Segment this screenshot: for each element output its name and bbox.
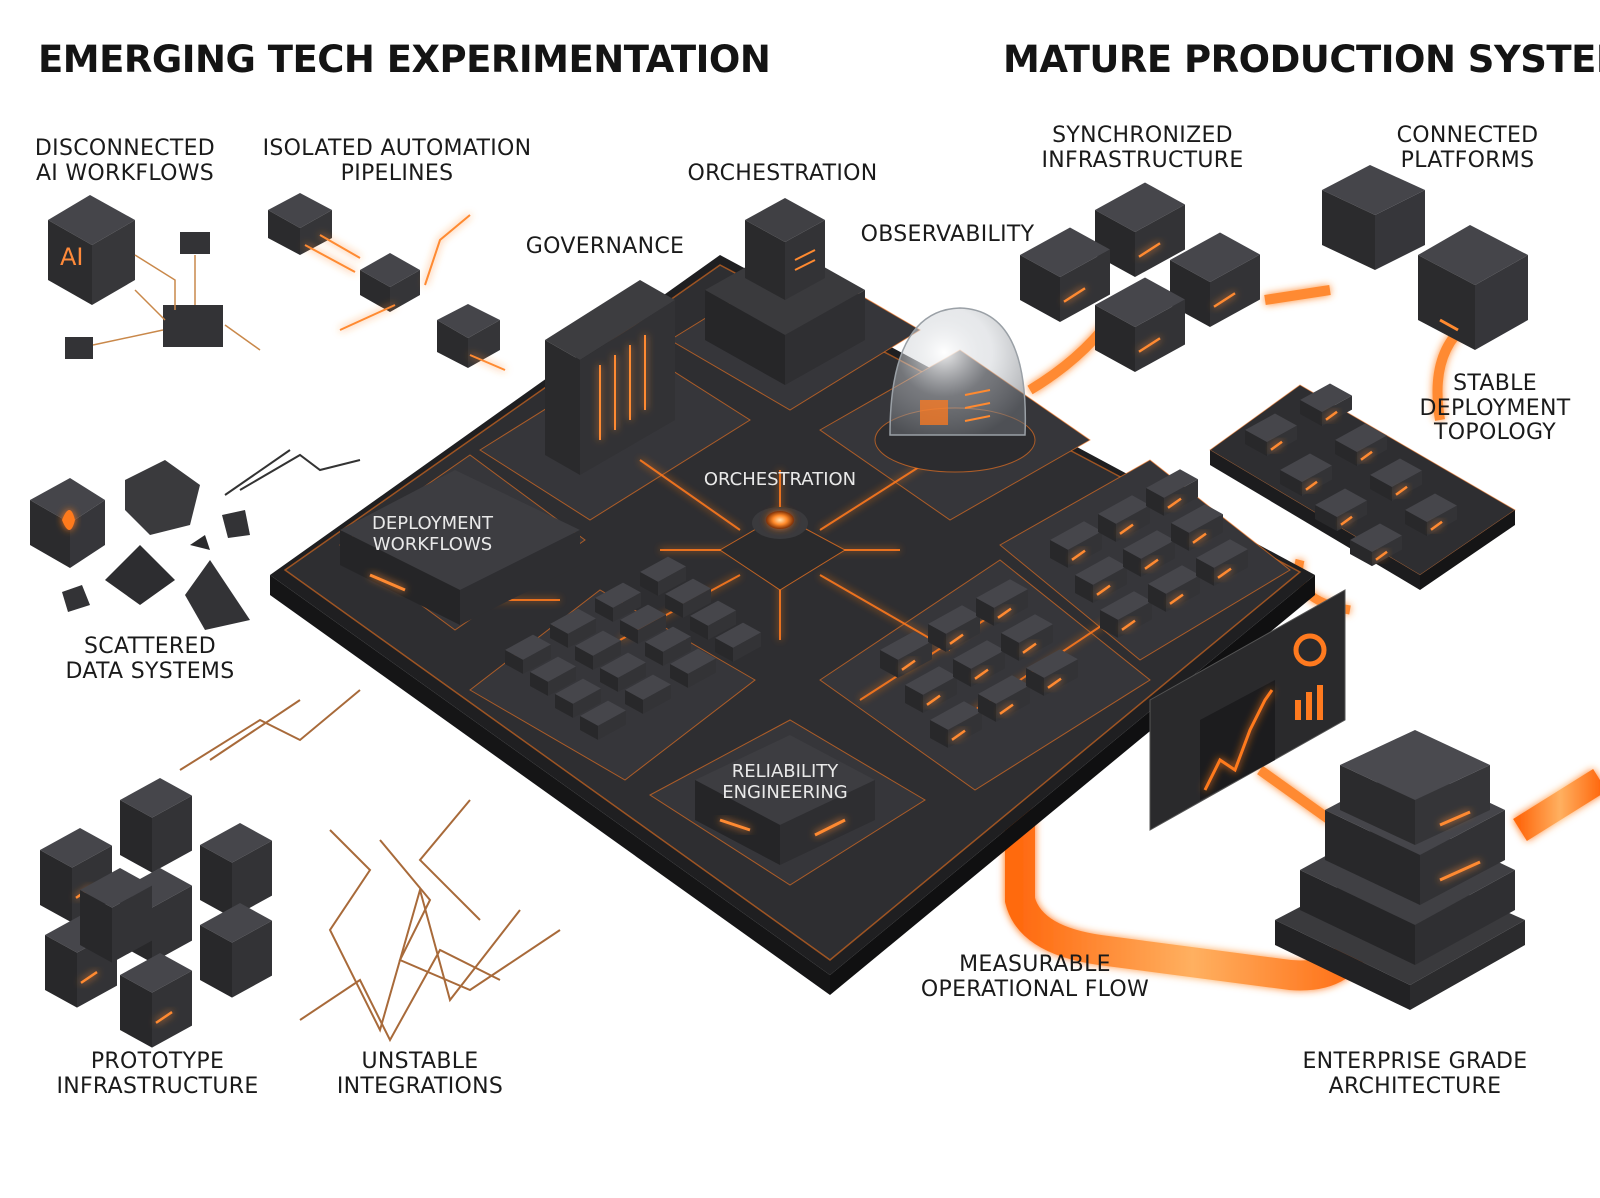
keypad-key [645,626,691,666]
module-block [953,640,1005,687]
tray-module [1405,493,1457,537]
keypad-key [575,630,621,670]
observability-dome [874,307,1036,473]
scattered-data-shapes [30,460,250,630]
label-scattered-data-systems: SCATTERED DATA SYSTEMS [65,634,235,684]
keypad-key [690,600,736,640]
keypad-key [625,674,671,714]
keypad-key [665,578,711,618]
label-disconnected-ai-workflows: DISCONNECTED AI WORKFLOWS [34,136,216,186]
tray-module [1370,458,1422,502]
prototype-cube [120,953,192,1048]
label-measurable-operational-flow: MEASURABLE OPERATIONAL FLOW [920,952,1150,1002]
module-block [1075,556,1127,603]
sync-cube [1095,277,1185,372]
label-synchronized-infrastructure: SYNCHRONIZED INFRASTRUCTURE [1041,123,1244,173]
keypad-key [505,634,551,674]
synchronized-infrastructure-cluster [1020,182,1260,372]
label-orchestration-top: ORCHESTRATION [687,161,878,186]
heading-emerging-tech: EMERGING TECH EXPERIMENTATION [38,38,771,81]
prototype-cube [200,823,272,918]
prototype-cube-cluster [40,778,272,1048]
label-stable-deployment-topology: STABLE DEPLOYMENT TOPOLOGY [1419,371,1571,446]
prototype-cube [120,778,192,873]
prototype-cube [200,903,272,998]
tray-module [1245,413,1297,457]
deployment-box [340,470,580,625]
sync-cube [1095,182,1185,277]
platform-label-reliability-engineering: RELIABILITY ENGINEERING [722,761,848,803]
tray-module [1315,488,1367,532]
reliability-box [695,735,875,865]
connected-platform-cubes [1322,165,1528,350]
label-connected-platforms: CONNECTED PLATFORMS [1396,123,1539,173]
module-block [978,675,1030,722]
prototype-cube [80,868,152,963]
module-rows [880,469,1248,748]
tray-module [1280,453,1332,497]
module-block [1050,521,1102,568]
module-block [1001,614,1053,661]
keypad-key [555,678,601,718]
enterprise-tower [1275,730,1525,1010]
sync-cube [1020,227,1110,322]
keypad-key [640,556,686,596]
module-block [1196,539,1248,586]
keypad-key [595,582,641,622]
ai-cube-cluster [48,195,261,359]
module-block [928,605,980,652]
keypad-key [530,656,576,696]
ai-cube-icon-text: AI [60,243,84,271]
keypad-key [620,604,666,644]
tray-module [1335,423,1387,467]
orchestration-tower [705,198,865,385]
keypad-key [715,622,761,662]
tray-module [1300,383,1352,427]
label-isolated-automation-pipelines: ISOLATED AUTOMATION PIPELINES [262,136,532,186]
module-block [1026,649,1078,696]
label-prototype-infrastructure: PROTOTYPE INFRASTRUCTURE [56,1049,259,1099]
tray-module [1350,523,1402,567]
heading-mature-production: MATURE PRODUCTION SYSTEMS [1003,38,1600,81]
label-observability: OBSERVABILITY [860,222,1035,247]
disconnected-lines-left [224,449,361,496]
keypad-key [670,648,716,688]
governance-gate [545,280,675,475]
platform-label-orchestration: ORCHESTRATION [703,469,857,490]
module-block [1146,469,1198,516]
stable-deployment-modules [1245,383,1457,567]
label-enterprise-grade-architecture: ENTERPRISE GRADE ARCHITECTURE [1302,1049,1528,1099]
platform-label-deployment-workflows: DEPLOYMENT WORKFLOWS [371,513,494,555]
module-block [905,666,957,713]
dashboard-screen [1149,589,1346,831]
keypad-key [550,608,596,648]
label-unstable-integrations: UNSTABLE INTEGRATIONS [336,1049,504,1099]
label-governance: GOVERNANCE [525,234,685,259]
module-block [1100,591,1152,638]
module-block [1098,495,1150,542]
module-block [1171,504,1223,551]
keypad-key [580,700,626,740]
automation-pipeline-nodes [268,193,506,371]
module-block [880,631,932,678]
keypad-grid [505,556,761,740]
module-block [930,701,982,748]
module-block [1123,530,1175,577]
module-block [1148,565,1200,612]
unstable-integration-lines [179,689,561,1043]
module-block [976,579,1028,626]
orchestration-core [719,507,847,591]
keypad-key [600,652,646,692]
